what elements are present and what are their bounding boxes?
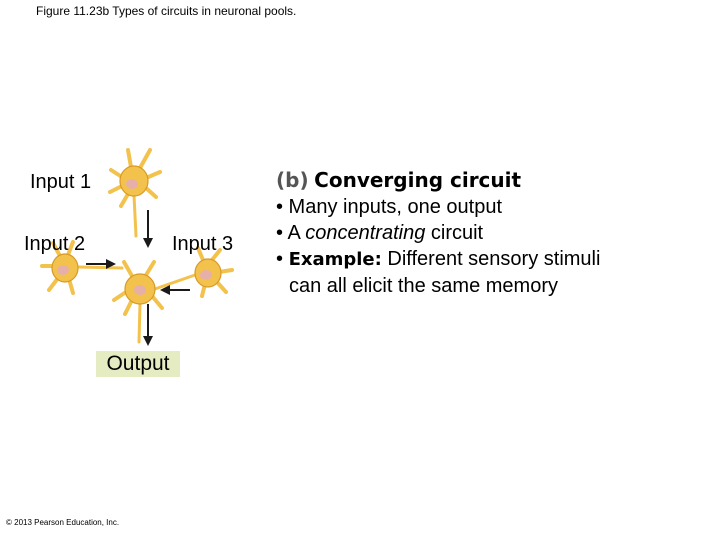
figure-title: Figure 11.23b Types of circuits in neuro…: [36, 4, 297, 18]
input-3-label: Input 3: [172, 233, 234, 255]
bullet-3-bold: Example:: [288, 249, 382, 270]
neuron-icon: [108, 148, 162, 238]
bullet-3-rest: Different sensory stimuli: [381, 248, 601, 270]
output-label: Output: [96, 351, 180, 377]
heading: (b) Converging circuit: [276, 167, 600, 194]
copyright: © 2013 Pearson Education, Inc.: [6, 518, 120, 527]
neuron-icon: [112, 260, 164, 344]
bullet-3: • Example: Different sensory stimuli: [276, 246, 600, 273]
bullet-2-prefix: • A: [276, 222, 306, 244]
bullet-3-continuation: can all elicit the same memory: [289, 275, 558, 297]
heading-letter: (b): [276, 168, 309, 192]
heading-title: Converging circuit: [314, 168, 522, 192]
description-block: (b) Converging circuit • Many inputs, on…: [276, 167, 600, 299]
input-1-label: Input 1: [30, 171, 92, 193]
bullet-3-prefix: •: [276, 248, 289, 270]
bullet-2: • A concentrating circuit: [276, 220, 600, 246]
bullet-2-suffix: circuit: [425, 222, 484, 244]
neuron-icon: [150, 246, 234, 298]
bullet-1: • Many inputs, one output: [276, 196, 503, 218]
bullet-2-italic: concentrating: [305, 222, 426, 244]
input-2-label: Input 2: [24, 233, 86, 255]
